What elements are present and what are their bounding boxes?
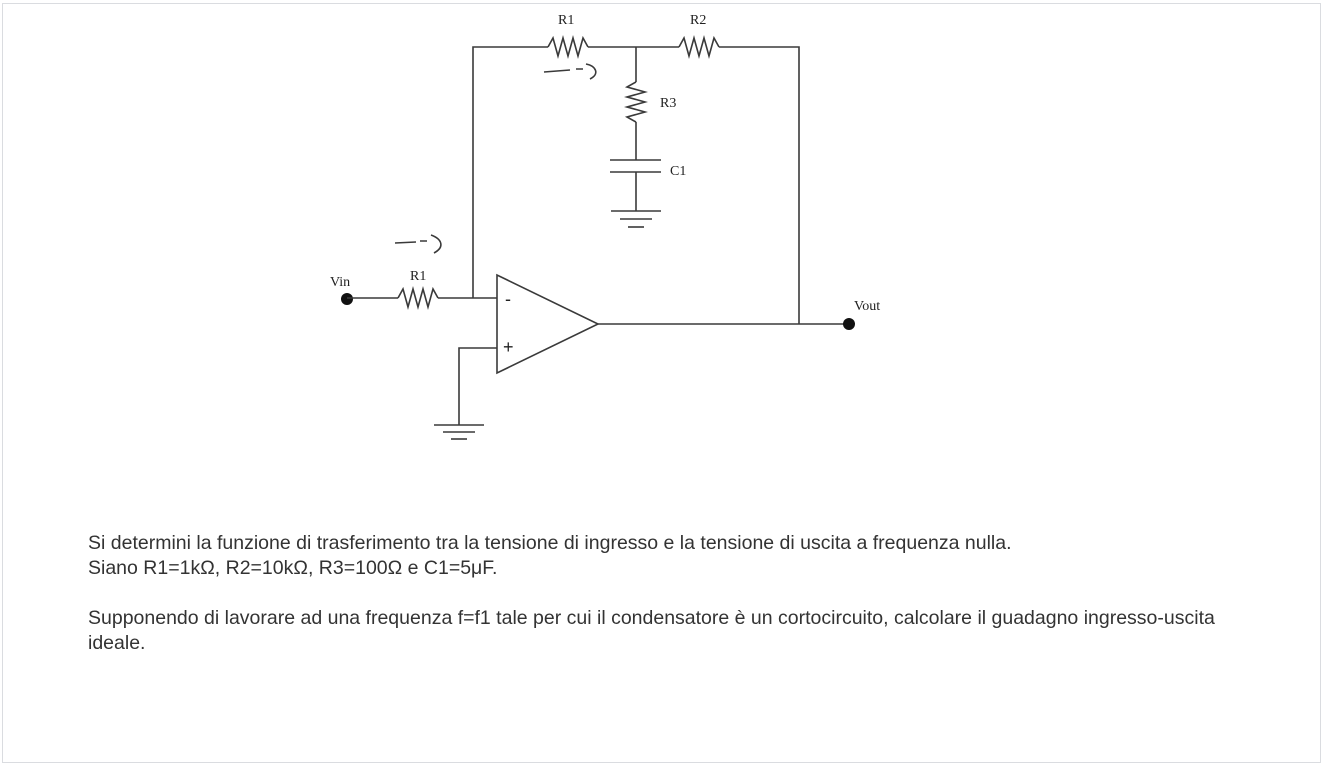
resistor-r1-input bbox=[397, 286, 439, 310]
question-line-3: Supponendo di lavorare ad una frequenza … bbox=[88, 607, 1215, 654]
resistor-r3 bbox=[624, 81, 648, 123]
question-line-2: Siano R1=1kΩ, R2=10kΩ, R3=100Ω e C1=5μF. bbox=[88, 557, 498, 579]
label-r3: R3 bbox=[660, 96, 676, 111]
label-vin: Vin bbox=[330, 275, 350, 290]
current-arrow-input bbox=[394, 234, 442, 254]
vin-node bbox=[341, 293, 353, 305]
ground-symbol-opamp bbox=[434, 424, 484, 440]
ground-symbol-shunt bbox=[611, 210, 661, 228]
noninverting-wire bbox=[458, 347, 497, 425]
opamp-plus-sign: + bbox=[503, 337, 514, 357]
label-r2: R2 bbox=[690, 13, 706, 28]
paragraph-gap bbox=[88, 581, 1268, 606]
question-text: Si determini la funzione di trasferiment… bbox=[88, 531, 1268, 656]
label-vout: Vout bbox=[854, 299, 880, 314]
label-r1-input: R1 bbox=[410, 269, 426, 284]
opamp-triangle bbox=[496, 273, 600, 375]
opamp-minus-sign: - bbox=[505, 289, 511, 309]
circuit-diagram: R1 R2 R3 C1 R1 Vin Vout - + bbox=[330, 13, 880, 440]
label-c1: C1 bbox=[670, 164, 686, 179]
resistor-r2 bbox=[678, 35, 720, 59]
resistor-r1-top bbox=[547, 35, 589, 59]
content-frame bbox=[2, 3, 1321, 763]
feedback-left-wire bbox=[472, 46, 548, 298]
vout-node bbox=[843, 318, 855, 330]
label-r1-top: R1 bbox=[558, 13, 574, 28]
feedback-right-wire bbox=[719, 46, 800, 324]
question-line-1: Si determini la funzione di trasferiment… bbox=[88, 532, 1012, 554]
current-arrow-top bbox=[543, 63, 597, 80]
